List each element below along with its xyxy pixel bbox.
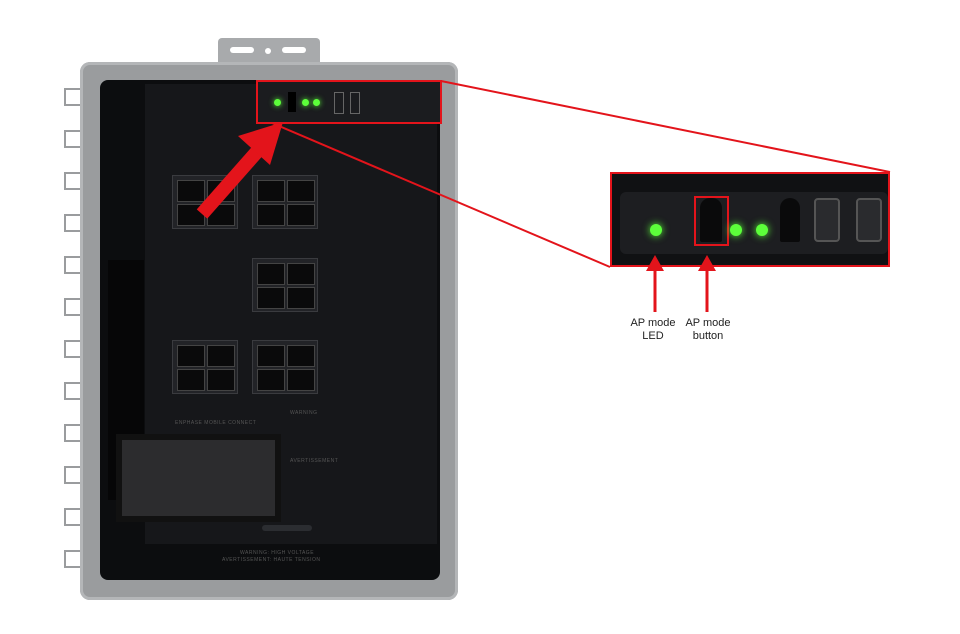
- breaker-toggle: [207, 345, 235, 367]
- zoom-connector-line: [440, 80, 891, 173]
- big-pointer-arrow: [196, 122, 283, 219]
- label-line: button: [692, 330, 724, 342]
- breaker-toggle: [287, 345, 315, 367]
- status-led: [302, 99, 309, 106]
- breaker-toggle: [257, 345, 285, 367]
- highlight-box: [256, 80, 442, 124]
- hinge-clip: [64, 550, 80, 568]
- ap-mode-button: [288, 92, 296, 112]
- label-line: AP mode: [630, 317, 676, 329]
- hinge-clip: [64, 130, 80, 148]
- hinge-clip: [64, 340, 80, 358]
- ap-mode-led: [650, 224, 662, 236]
- hinge-clip: [64, 172, 80, 190]
- high-voltage-warning: WARNING: HIGH VOLTAGE: [240, 550, 315, 556]
- plate-text: ENPHASE MOBILE CONNECT: [175, 420, 257, 426]
- warning-text: WARNING: [290, 410, 318, 416]
- circuit-breaker: [252, 175, 318, 229]
- label-line: LED: [642, 330, 664, 342]
- ap-mode-led-label: AP mode LED: [618, 317, 688, 343]
- breaker-toggle: [287, 204, 315, 226]
- mounting-tab: [218, 38, 320, 66]
- latch: [262, 525, 312, 531]
- mounting-slot: [282, 47, 306, 53]
- hinge-clip: [64, 508, 80, 526]
- hinge-clip: [64, 256, 80, 274]
- status-led: [730, 224, 742, 236]
- button-highlight-box: [694, 196, 729, 246]
- ap-mode-button: [700, 198, 722, 242]
- breaker-toggle: [287, 287, 315, 309]
- breaker-toggle: [177, 345, 205, 367]
- zoomed-inset: [610, 172, 890, 267]
- hinge-clip: [64, 382, 80, 400]
- circuit-breaker: [252, 340, 318, 394]
- breaker-toggle: [287, 263, 315, 285]
- haute-tension-warning: AVERTISSEMENT: HAUTE TENSION: [222, 557, 321, 563]
- breaker-toggle: [287, 180, 315, 202]
- ap-mode-led-arrow: [646, 255, 664, 312]
- status-led: [756, 224, 768, 236]
- hinge-clip: [64, 88, 80, 106]
- usb-port: [814, 198, 840, 242]
- hinge-clip: [64, 424, 80, 442]
- hinge-clip: [64, 466, 80, 484]
- hinge-clip: [64, 214, 80, 232]
- breaker-toggle: [257, 287, 285, 309]
- status-led: [313, 99, 320, 106]
- breaker-toggle: [257, 204, 285, 226]
- circuit-breaker: [172, 340, 238, 394]
- usb-port: [856, 198, 882, 242]
- breaker-toggle: [257, 180, 285, 202]
- usb-port: [350, 92, 360, 114]
- module-faceplate: [620, 192, 888, 254]
- mounting-hole: [265, 48, 271, 54]
- breaker-toggle: [177, 180, 205, 202]
- breaker-toggle: [287, 369, 315, 391]
- ap-mode-button-arrow: [698, 255, 716, 312]
- breaker-toggle: [177, 369, 205, 391]
- avertissement-text: AVERTISSEMENT: [290, 458, 339, 464]
- ap-mode-button-label: AP mode button: [673, 317, 743, 343]
- label-line: AP mode: [685, 317, 731, 329]
- breaker-toggle: [257, 263, 285, 285]
- usb-port: [334, 92, 344, 114]
- breaker-toggle: [257, 369, 285, 391]
- reset-button: [780, 198, 800, 242]
- mounting-slot: [230, 47, 254, 53]
- breaker-toggle: [207, 369, 235, 391]
- zoom-connector-line: [271, 122, 611, 268]
- enphase-mobile-connect-plate: [122, 440, 275, 516]
- ap-mode-led: [274, 99, 281, 106]
- circuit-breaker: [252, 258, 318, 312]
- hinge-clip: [64, 298, 80, 316]
- communications-module: [258, 82, 440, 122]
